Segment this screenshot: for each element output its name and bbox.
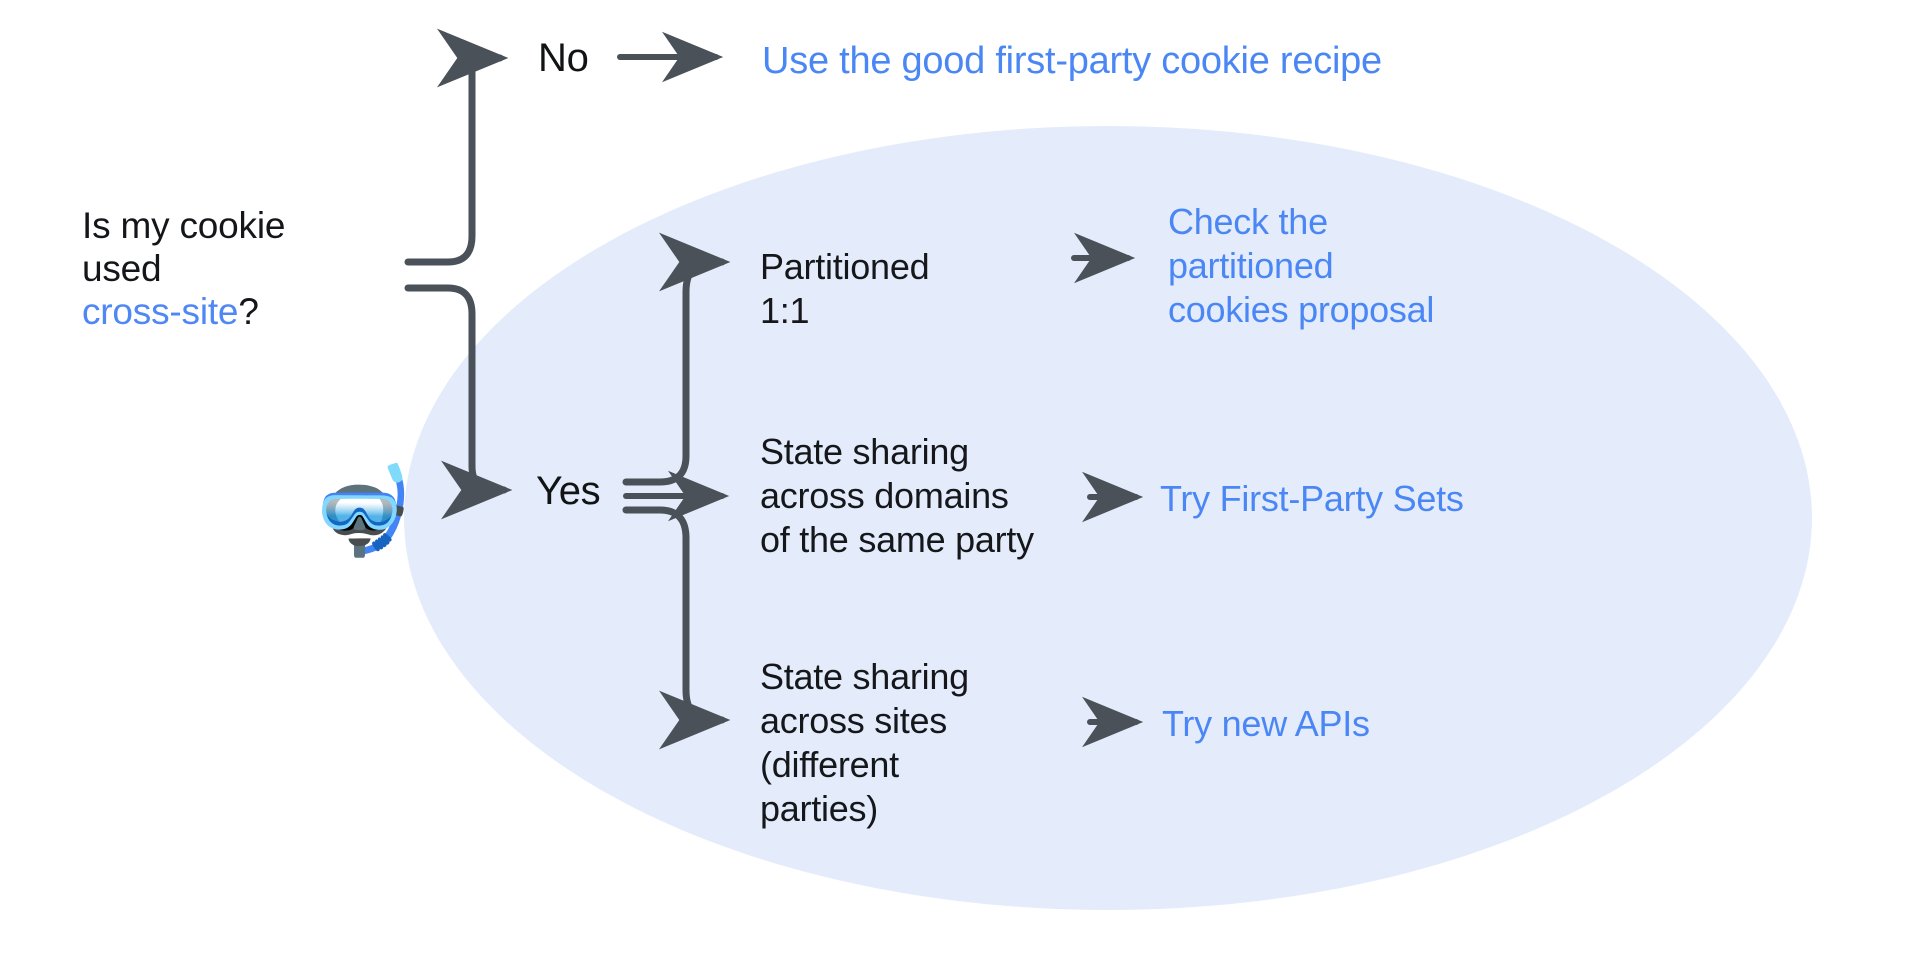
branch-label-no: No — [538, 36, 589, 80]
question-suffix: ? — [238, 290, 259, 332]
state-sharing-across-sites: State sharing across sites (different pa… — [760, 656, 969, 829]
connector-yes-to-sites — [622, 506, 731, 750]
link-partitioned-cookies-proposal[interactable]: Check the partitioned cookies proposal — [1168, 201, 1435, 330]
question-line-2: used — [82, 247, 162, 289]
state-partitioned-1-1: Partitioned 1:1 — [760, 246, 930, 331]
branch-label-yes: Yes — [536, 469, 601, 513]
diving-mask-icon: 🤿 — [308, 463, 416, 559]
question-highlight-cross-site[interactable]: cross-site — [82, 290, 239, 332]
connector-question-to-yes — [404, 284, 513, 520]
link-try-first-party-sets[interactable]: Try First-Party Sets — [1160, 478, 1464, 519]
link-first-party-cookie-recipe[interactable]: Use the good first-party cookie recipe — [762, 40, 1382, 82]
question-line-1: Is my cookie — [82, 205, 286, 246]
connector-question-to-no — [404, 28, 509, 266]
connector-yes-to-partitioned — [622, 232, 731, 486]
link-try-new-apis[interactable]: Try new APIs — [1162, 703, 1370, 744]
state-sharing-across-domains: State sharing across domains of the same… — [760, 431, 1034, 560]
